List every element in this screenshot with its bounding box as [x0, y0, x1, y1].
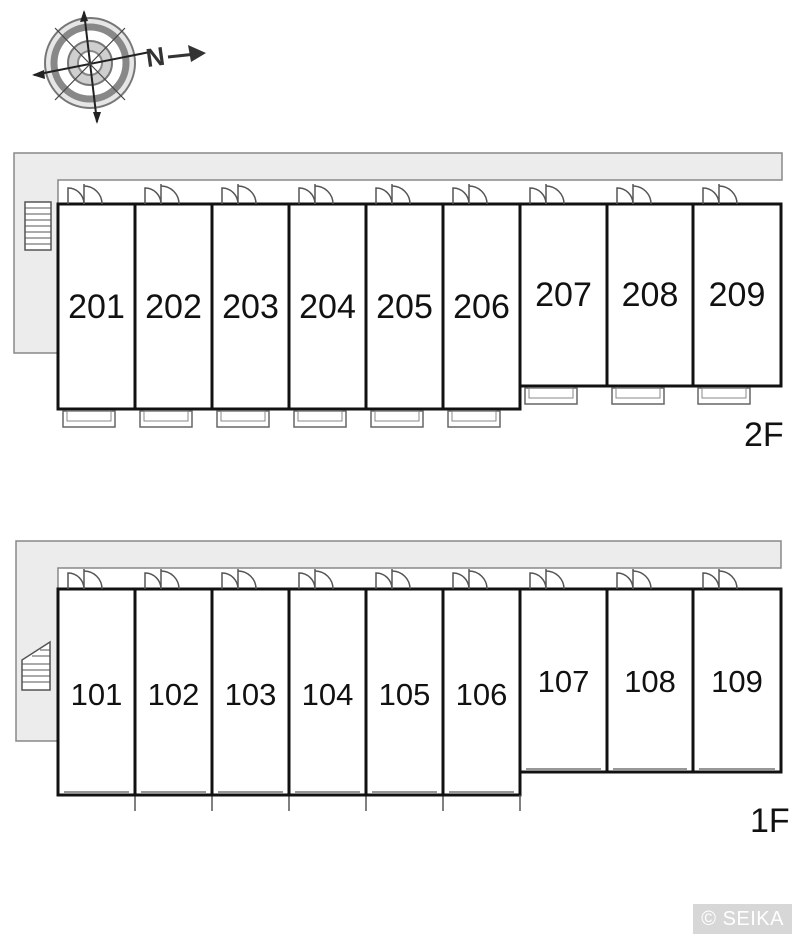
unit: 205	[364, 184, 445, 428]
balcony	[293, 410, 347, 428]
unit-number: 107	[538, 664, 590, 699]
unit-number: 202	[145, 288, 202, 326]
floor-1f: 101 102 103 104 105 106 107 108 109 1F	[15, 540, 790, 840]
unit-number: 103	[225, 677, 277, 712]
unit-number: 108	[624, 664, 676, 699]
door-icon	[221, 184, 257, 205]
door-icon	[67, 184, 103, 205]
unit-number: 102	[148, 677, 200, 712]
unit: 101	[56, 569, 137, 811]
unit-wall	[364, 587, 445, 797]
door-icon	[452, 184, 488, 205]
balcony	[524, 387, 578, 405]
unit: 209	[691, 184, 783, 405]
unit: 105	[364, 569, 445, 811]
balcony	[139, 410, 193, 428]
door-icon	[298, 569, 334, 590]
unit: 204	[287, 184, 368, 428]
unit-number: 208	[622, 276, 679, 314]
unit-number: 205	[376, 288, 433, 326]
door-icon	[616, 184, 652, 205]
unit-number: 105	[379, 677, 431, 712]
unit-number: 101	[71, 677, 123, 712]
door-icon	[702, 569, 738, 590]
unit: 206	[441, 184, 522, 428]
units-2f: 201 202 203 204 205 206 207 208 209	[56, 184, 783, 428]
unit-wall	[605, 202, 695, 388]
unit-wall	[518, 202, 609, 388]
unit-number: 204	[299, 288, 356, 326]
door-icon	[529, 569, 565, 590]
unit: 202	[133, 184, 214, 428]
unit-number: 209	[709, 276, 766, 314]
unit-wall	[56, 587, 137, 797]
floor-2f: 201 202 203 204 205 206 207 208 209 2F	[13, 152, 784, 454]
unit-wall	[441, 587, 522, 797]
unit: 201	[56, 184, 137, 428]
floor-label-1f: 1F	[750, 802, 790, 840]
compass-north-label: N	[144, 41, 167, 73]
stairs-icon	[21, 640, 51, 691]
door-icon	[375, 569, 411, 590]
door-icon	[702, 184, 738, 205]
corridor-1f	[15, 540, 782, 742]
door-icon	[375, 184, 411, 205]
unit-wall	[210, 587, 291, 797]
door-icon	[616, 569, 652, 590]
balcony	[370, 410, 424, 428]
unit-wall	[691, 587, 783, 774]
unit: 108	[605, 569, 695, 774]
unit-number: 201	[68, 288, 125, 326]
compass-rose-icon	[32, 10, 151, 124]
unit: 107	[518, 569, 609, 774]
stairs-icon	[24, 201, 52, 251]
door-icon	[221, 569, 257, 590]
unit-wall	[441, 202, 522, 411]
unit: 104	[287, 569, 368, 811]
unit-number: 207	[535, 276, 592, 314]
door-icon	[452, 569, 488, 590]
corridor-2f	[13, 152, 783, 354]
door-icon	[298, 184, 334, 205]
unit: 203	[210, 184, 291, 428]
balcony	[216, 410, 270, 428]
unit-number: 203	[222, 288, 279, 326]
unit-wall	[287, 587, 368, 797]
unit: 103	[210, 569, 291, 811]
unit: 102	[133, 569, 214, 811]
unit-wall	[691, 202, 783, 388]
door-icon	[67, 569, 103, 590]
unit: 207	[518, 184, 609, 405]
floor-label-2f: 2F	[744, 416, 784, 454]
unit-number: 206	[453, 288, 510, 326]
unit: 208	[605, 184, 695, 405]
unit-wall	[133, 202, 214, 411]
balcony	[447, 410, 501, 428]
copyright-text: © SEIKA	[701, 907, 784, 930]
door-icon	[529, 184, 565, 205]
north-arrow-icon	[167, 45, 206, 62]
unit-number: 104	[302, 677, 354, 712]
door-icon	[144, 569, 180, 590]
door-icon	[144, 184, 180, 205]
unit: 106	[441, 569, 522, 811]
balcony	[611, 387, 665, 405]
unit: 109	[691, 569, 783, 774]
balcony	[62, 410, 116, 428]
unit-wall	[605, 587, 695, 774]
balcony	[697, 387, 751, 405]
unit-number: 106	[456, 677, 508, 712]
unit-number: 109	[711, 664, 763, 699]
units-1f: 101 102 103 104 105 106 107 108 109	[56, 569, 783, 811]
copyright-badge: © SEIKA	[693, 904, 792, 934]
